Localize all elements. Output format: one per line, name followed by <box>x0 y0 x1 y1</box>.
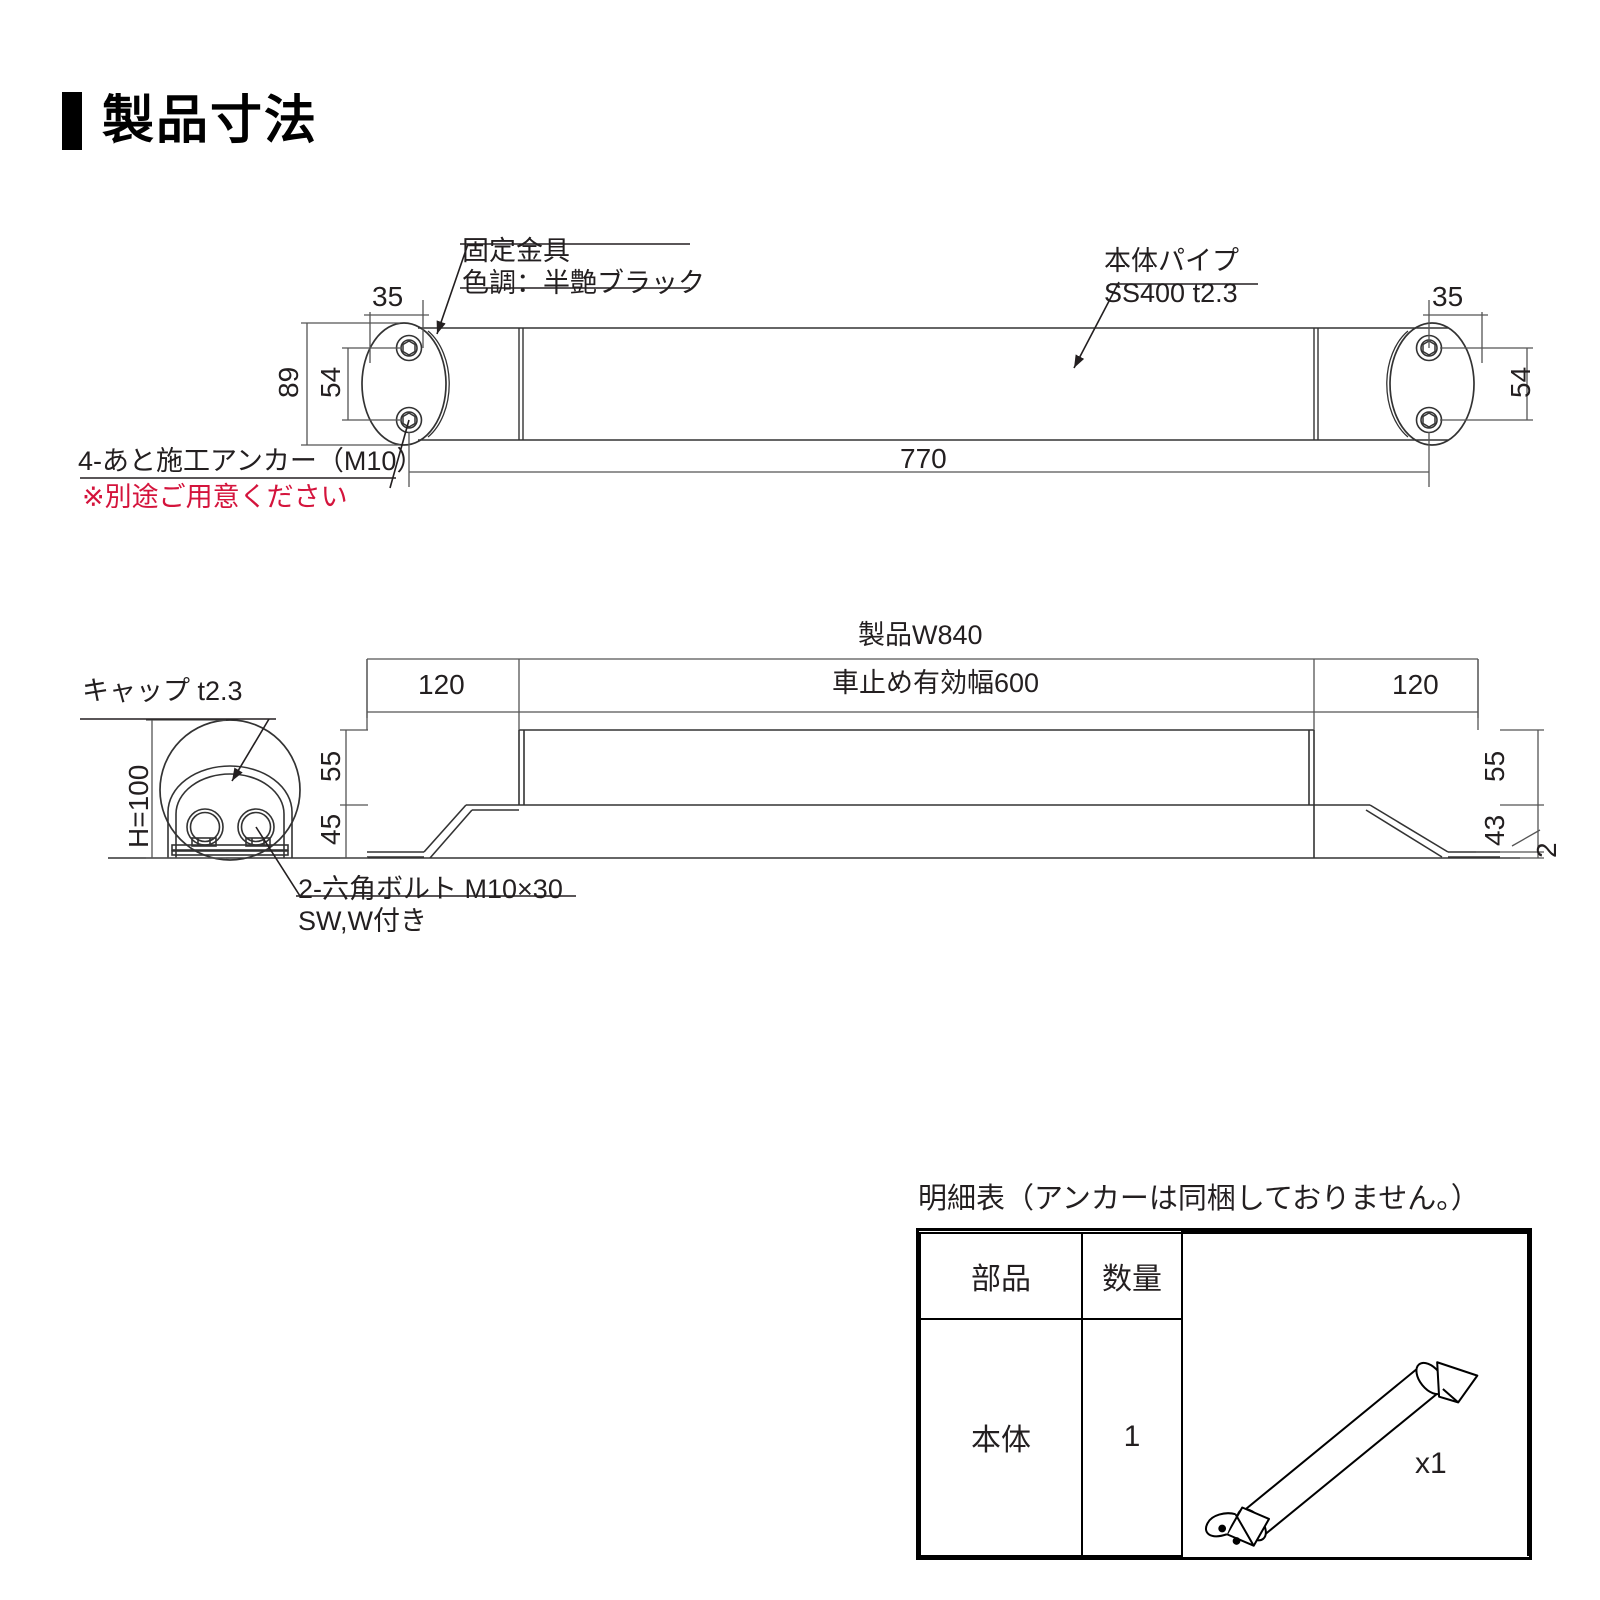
side-view-cap-circle <box>159 719 301 861</box>
dim-text-right-35: 35 <box>1432 281 1464 312</box>
side-view-right-ramp <box>1313 804 1500 858</box>
image-qty-label: x1 <box>1415 1446 1447 1480</box>
page-title-text: 製品寸法 <box>102 92 319 150</box>
top-view-right-bracket <box>1386 322 1475 446</box>
top-view-seam-lines <box>518 328 1319 440</box>
page-title: 製品寸法 <box>62 92 318 150</box>
table-header-image-cell <box>1181 1231 1529 1319</box>
dim-text-right-43: 43 <box>1479 814 1510 846</box>
dim-text-right-55: 55 <box>1479 750 1510 782</box>
label-cap: キャップ t2.3 <box>82 676 243 706</box>
top-view-left-bracket <box>361 322 450 446</box>
dim-text-right-2: 2 <box>1531 842 1562 858</box>
table-header-part: 部品 <box>919 1231 1083 1320</box>
top-view-right-anchor-holes <box>1415 334 1443 434</box>
dim-text-right-120: 120 <box>1392 669 1439 700</box>
label-bolt: 2-六角ボルト M10×30 SW,W付き <box>298 874 563 936</box>
label-pipe: 本体パイプ SS400 t2.3 <box>1104 246 1239 308</box>
side-view-pipe-body <box>518 729 1315 806</box>
square-bullet-icon <box>62 92 82 150</box>
table-header-row: 部品 数量 <box>919 1231 1529 1320</box>
dim-text-left-45: 45 <box>315 813 346 845</box>
parts-table-caption: 明細表（アンカーは同梱しておりません。） <box>918 1183 1480 1215</box>
dim-text-product-width: 製品W840 <box>858 620 983 650</box>
table-header-qty: 数量 <box>1081 1231 1183 1320</box>
dim-text-left-35: 35 <box>372 281 404 312</box>
table-cell-part-name: 本体 <box>919 1317 1083 1557</box>
label-anchor: 4-あと施工アンカー（M10） <box>78 446 424 476</box>
dim-text-left-120: 120 <box>418 669 465 700</box>
side-view-bolt-heads <box>171 808 289 856</box>
parts-table: 部品 数量 本体 1 <box>916 1228 1532 1560</box>
dim-text-height-100: H=100 <box>123 764 154 848</box>
dim-height-100 <box>146 719 226 859</box>
dim-text-length-770: 770 <box>900 443 947 474</box>
dim-left-54 <box>342 347 400 421</box>
dim-text-left-89: 89 <box>273 366 304 398</box>
table-cell-part-image: x1 <box>1181 1318 1529 1556</box>
side-view-bracket-dome <box>167 765 293 858</box>
dim-text-effective-width: 車止め有効幅600 <box>832 668 1040 698</box>
leader-cap-label <box>80 718 276 782</box>
label-bracket: 固定金具 色調：半艶ブラック <box>462 236 705 298</box>
top-view-left-anchor-holes <box>395 334 423 434</box>
dim-text-right-54: 54 <box>1505 366 1536 398</box>
label-anchor-note: ※別途ご用意ください <box>82 482 348 512</box>
side-view-left-ramp <box>367 804 519 859</box>
dim-text-left-54: 54 <box>315 366 346 398</box>
dim-text-left-55: 55 <box>315 750 346 782</box>
top-view-pipe-body <box>418 327 1448 441</box>
table-row: 本体 1 <box>919 1317 1529 1557</box>
isometric-product-icon <box>1204 1360 1479 1547</box>
table-cell-part-qty: 1 <box>1081 1317 1183 1557</box>
